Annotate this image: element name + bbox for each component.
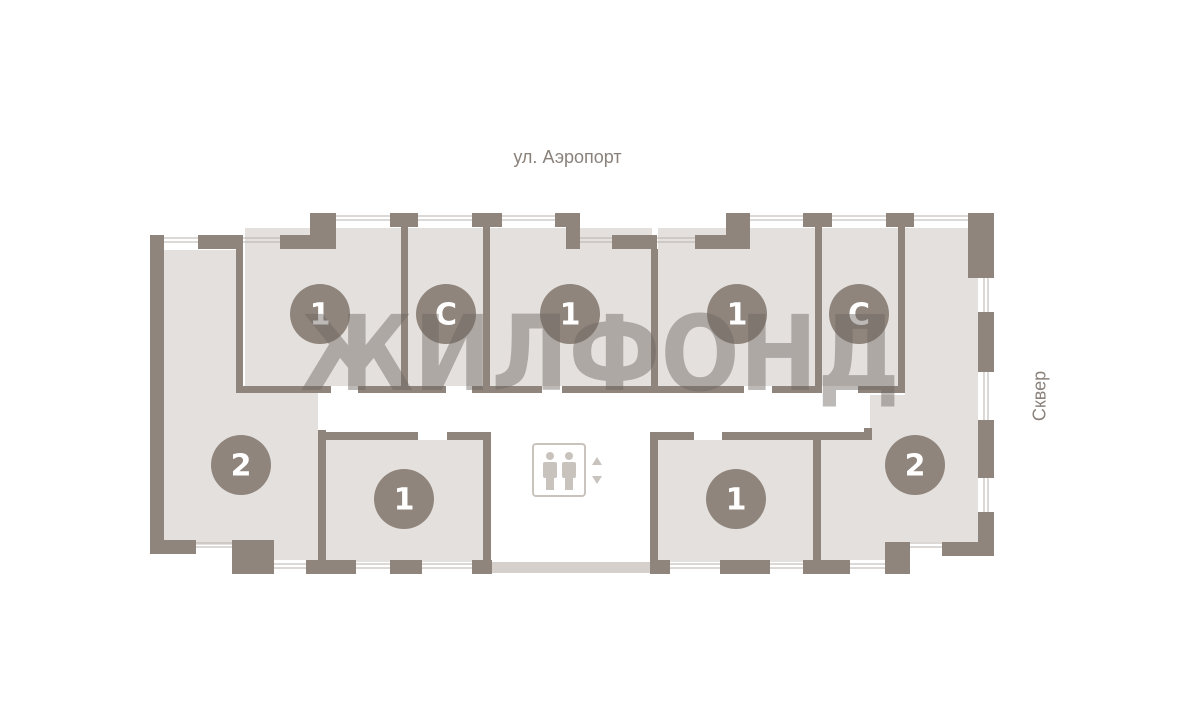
apartment-badge[interactable]: 2 (885, 435, 945, 495)
windows (164, 215, 989, 569)
apartment-badge[interactable]: С (416, 284, 476, 344)
svg-text:2: 2 (231, 449, 252, 484)
stairs (492, 562, 650, 573)
up-down-arrows-icon (592, 457, 602, 484)
apartment-badge[interactable]: 1 (707, 284, 767, 344)
svg-text:С: С (435, 298, 457, 333)
apartment-badge[interactable]: 1 (290, 284, 350, 344)
elevator-icon (532, 443, 586, 497)
apartment-badge[interactable]: 1 (540, 284, 600, 344)
street-label-aeroport: ул. Аэропорт (513, 147, 622, 167)
apartment-badge[interactable]: 1 (374, 469, 434, 529)
svg-text:1: 1 (310, 298, 331, 333)
apartment-badge[interactable]: 2 (211, 435, 271, 495)
svg-text:С: С (848, 298, 870, 333)
svg-text:1: 1 (394, 483, 415, 518)
apartment-left-2[interactable] (164, 250, 318, 560)
walls (150, 213, 994, 574)
svg-text:1: 1 (727, 298, 748, 333)
svg-text:2: 2 (905, 449, 926, 484)
apartment-badge[interactable]: 1 (706, 469, 766, 529)
svg-text:1: 1 (726, 483, 747, 518)
apartment-badge[interactable]: С (829, 284, 889, 344)
watermark-logo: ЖИЛФОНД (300, 293, 900, 415)
svg-text:1: 1 (560, 298, 581, 333)
